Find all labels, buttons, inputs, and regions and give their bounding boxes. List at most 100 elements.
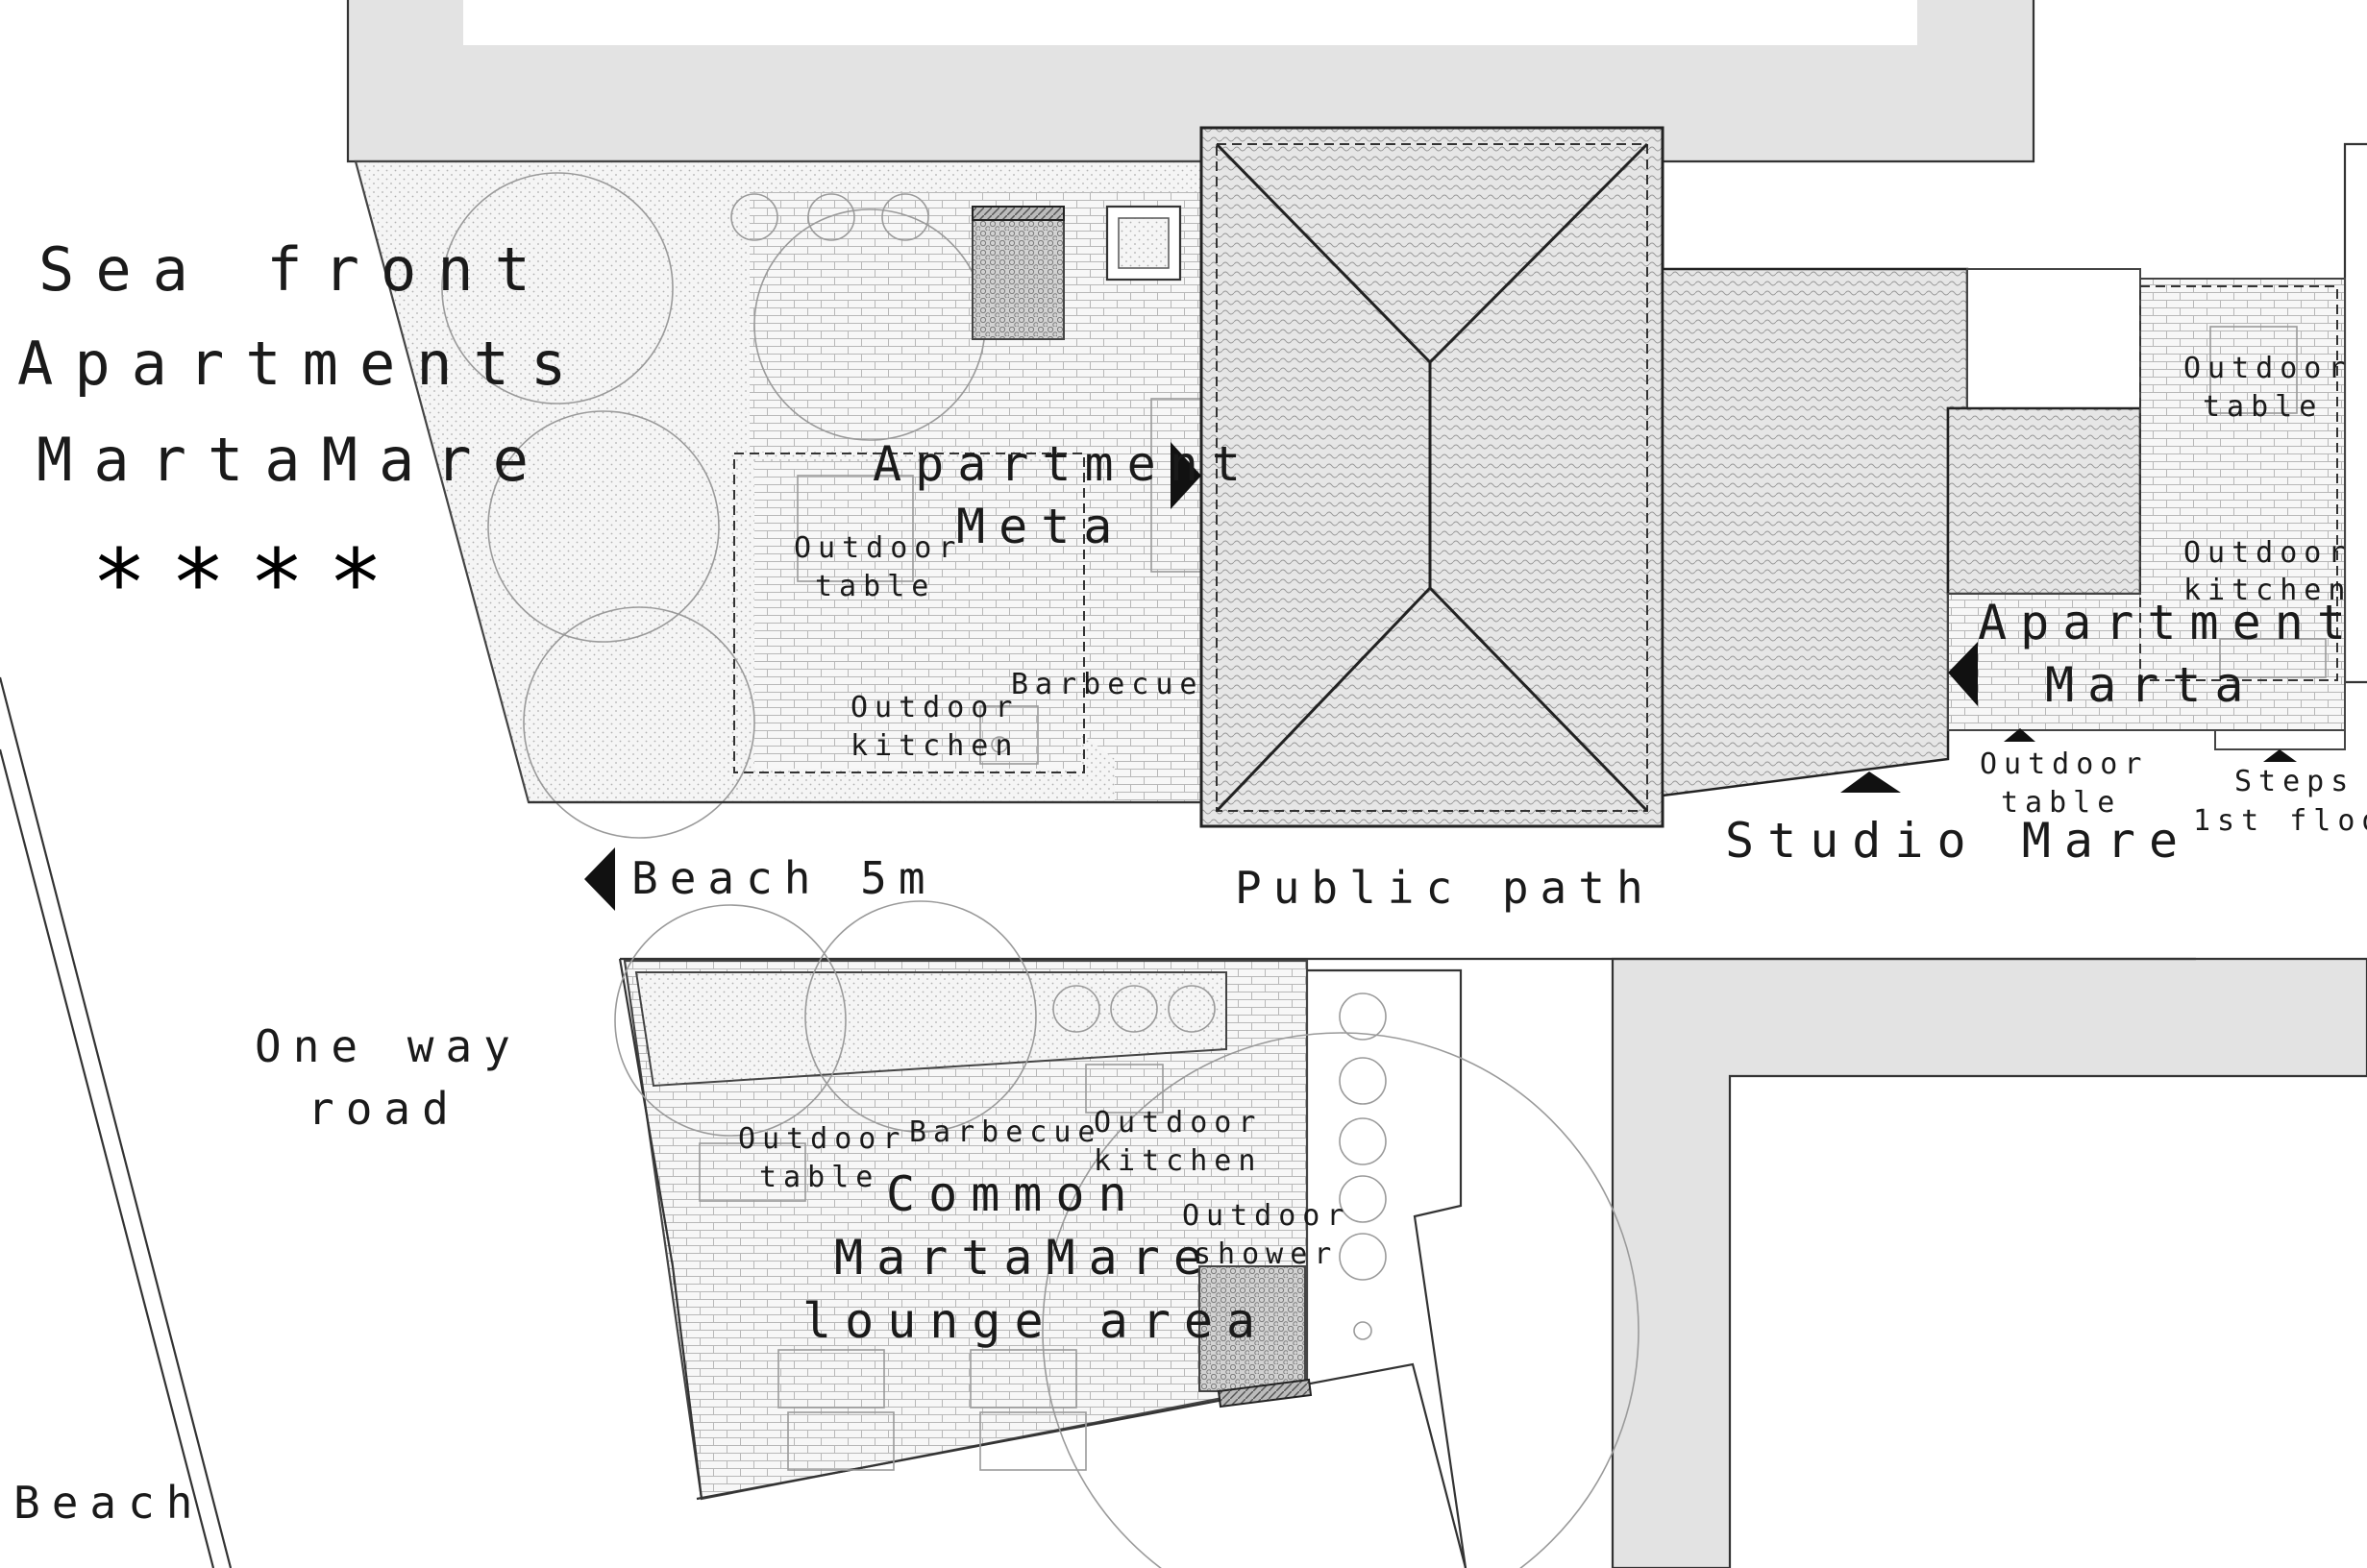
tree [614, 904, 847, 1137]
beach-5m-label: Beach 5m [631, 852, 937, 904]
tree [487, 410, 720, 643]
outdoor-shower-edge [1217, 1378, 1313, 1409]
common-outdoor-table-label-2: table [759, 1161, 879, 1194]
studio-mare-label: Studio Mare [1725, 813, 2191, 869]
main-roof-eave [1216, 143, 1648, 812]
sun-lounger [979, 1411, 1087, 1471]
marta-kitchen-counter [2219, 638, 2327, 678]
meta-outdoor-table-label-2: table [815, 570, 935, 603]
common-area-label-1: Common [886, 1166, 1141, 1222]
meta-outdoor-kitchen-label-1: Outdoor [851, 691, 1019, 724]
tree [523, 606, 755, 839]
common-outdoor-kitchen-label-2: kitchen [1094, 1144, 1262, 1178]
public-path-label: Public path [1235, 862, 1655, 914]
one-way-road-label-1: One way [255, 1020, 522, 1072]
steps-label-1: Steps [2234, 765, 2355, 798]
common-barbecue-label: Barbecue [909, 1115, 1102, 1149]
neighbour-building-southeast [1611, 957, 2367, 1568]
common-lawn-strip [634, 971, 1227, 1088]
neighbour-building-north [348, 0, 2034, 161]
planter [1353, 1321, 1372, 1340]
sun-lounger [787, 1411, 895, 1471]
studio-outdoor-table-marker [2004, 728, 2035, 742]
planters-upper [730, 193, 929, 241]
steps-marker [2263, 749, 2297, 762]
marta-outdoor-table-label-1: Outdoor [2183, 352, 2352, 385]
meta-kitchen-hob [991, 736, 1008, 753]
planter [730, 193, 778, 241]
steps-block [2214, 729, 2346, 750]
sun-lounger [777, 1349, 885, 1409]
meta-barbecue-label: Barbecue [1011, 668, 1204, 701]
trees-upper [441, 172, 986, 839]
planters-lower [1052, 985, 1387, 1340]
studio-mare-roof [1661, 267, 1969, 797]
studio-outdoor-table-label-1: Outdoor [1980, 747, 2148, 781]
rating-stars: **** [96, 529, 411, 637]
marta-entrance-arrow[interactable] [1948, 642, 1978, 706]
meta-outdoor-kitchen-label-2: kitchen [851, 729, 1019, 763]
common-side-wall [1307, 968, 1467, 1568]
planter [1339, 1117, 1387, 1165]
common-kitchen-counter [1085, 1064, 1164, 1114]
beach-label: Beach [13, 1477, 204, 1529]
title-line-3: MartaMare [37, 425, 550, 495]
common-outdoor-kitchen-label-1: Outdoor [1094, 1106, 1262, 1139]
planter [1339, 992, 1387, 1041]
tree [441, 172, 674, 404]
marta-outdoor-kitchen-label-1: Outdoor [2183, 536, 2352, 570]
marta-outdoor-table-shape [2209, 326, 2298, 414]
main-roof [1199, 126, 1664, 828]
meta-outdoor-table-label-1: Outdoor [794, 531, 962, 565]
apartment-meta-label-2: Meta [956, 499, 1125, 554]
apartment-marta-label-2: Marta [2045, 657, 2257, 713]
meta-kitchen-counter [979, 705, 1039, 765]
common-outdoor-table-shape [699, 1142, 806, 1202]
common-area-label-2: MartaMare [834, 1230, 1216, 1286]
road-edge-line-2 [0, 748, 215, 1568]
tree [804, 900, 1037, 1133]
common-outdoor-shower-label-1: Outdoor [1182, 1199, 1350, 1233]
common-outdoor-shower-label-2: shower [1194, 1237, 1338, 1271]
meta-garden-paving [750, 192, 1201, 802]
common-area-label-3: lounge area [802, 1293, 1269, 1349]
marta-lower-roof [1946, 406, 2142, 596]
tree [1042, 1032, 1640, 1568]
planter [807, 193, 855, 241]
marta-outdoor-table-label-2: table [2203, 390, 2323, 424]
marta-terrace-dashed [2139, 285, 2338, 681]
title-line-2: Apartments [17, 329, 587, 399]
trees-lower [614, 900, 1640, 1568]
steps-label-2: 1st floor [2193, 804, 2367, 838]
planter [1168, 985, 1216, 1033]
studio-mare-entrance-arrow[interactable] [1840, 772, 1901, 793]
meta-fountain-inner [1118, 217, 1170, 269]
studio-outdoor-table-label-2: table [2001, 786, 2121, 820]
road-edge-line [0, 676, 233, 1568]
apartment-meta-label-1: Apartment [873, 436, 1254, 492]
common-bottom-wall [696, 1362, 1467, 1568]
planter [881, 193, 929, 241]
outdoor-shower-gravel [1198, 1265, 1306, 1392]
planter [1339, 1233, 1387, 1281]
common-outdoor-table-label-1: Outdoor [738, 1122, 906, 1156]
meta-gravel-bed [972, 215, 1065, 340]
common-west-wall [618, 958, 703, 1500]
courtyard-between [1966, 268, 2141, 409]
meta-entrance-arrow[interactable] [1171, 442, 1201, 509]
meta-gravel-edge [972, 206, 1065, 221]
planter [1052, 985, 1100, 1033]
beach-direction-arrow[interactable] [584, 847, 615, 911]
one-way-road-label-2: road [308, 1083, 460, 1135]
common-area-outline [620, 959, 1466, 1568]
lounge-furniture [699, 1064, 1164, 1471]
planter [1339, 1175, 1387, 1223]
planter [1110, 985, 1158, 1033]
marta-outdoor-kitchen-label-2: kitchen [2183, 574, 2352, 607]
meta-outdoor-table-shape [797, 475, 914, 582]
planter [1339, 1057, 1387, 1105]
main-roof-ridges [1215, 142, 1649, 813]
apartment-marta-label-1: Apartment [1978, 595, 2359, 650]
sun-lounger [970, 1349, 1077, 1409]
